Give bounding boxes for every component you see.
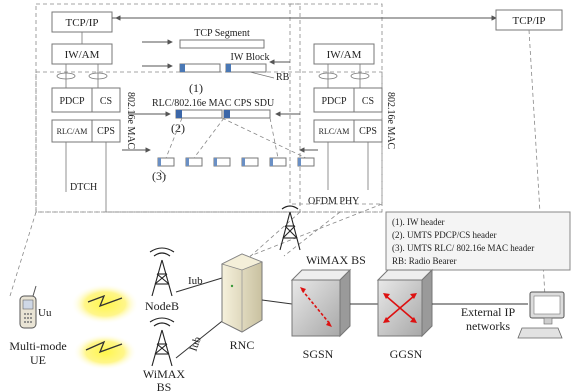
phone-icon xyxy=(19,285,37,329)
wimax-link-bolt xyxy=(85,340,123,354)
left-rlcam-label: RLC/AM xyxy=(57,127,88,136)
legend-item-3: (3). UMTS RLC/ 802.16e MAC header xyxy=(392,243,534,253)
ofdm-phy-label: OFDM PHY xyxy=(308,196,359,207)
nodeb-tower-icon xyxy=(149,247,175,297)
right-tcpip-label: TCP/IP xyxy=(512,15,545,27)
wimax-bs-top-tower-icon xyxy=(279,205,301,251)
sdu-bar-2 xyxy=(223,109,271,119)
iw-block-2 xyxy=(225,63,267,73)
iub-label-bottom: Iub xyxy=(188,335,204,353)
uu-link-bolt xyxy=(87,294,123,308)
ggsn-router-icon xyxy=(376,268,434,338)
external-networks-label-line1: External IP xyxy=(461,305,516,319)
right-cs-label: CS xyxy=(362,96,374,107)
marker-1: (1) xyxy=(189,81,203,95)
right-mac-vertical-label: 802.16e MAC xyxy=(385,92,396,150)
left-cs-box xyxy=(91,87,121,113)
rnc-label: RNC xyxy=(230,338,255,352)
right-cs-box xyxy=(353,87,383,113)
legend-item-1: (1). IW header xyxy=(392,217,445,227)
legend-item-2: (2). UMTS PDCP/CS header xyxy=(392,230,497,240)
iw-header-2 xyxy=(226,64,231,72)
wimax-radio-glow xyxy=(73,334,137,370)
left-rb-ellipse-1 xyxy=(56,72,76,80)
external-networks-label-line2: networks xyxy=(466,319,510,333)
tcp-segment-bar xyxy=(179,39,265,49)
wimax-bs-bottom-label-line2: BS xyxy=(157,380,172,392)
right-cps-label: CPS xyxy=(359,126,377,137)
left-iwam-label: IW/AM xyxy=(65,49,100,61)
ue-label-line2: UE xyxy=(30,353,46,367)
right-pdcp-box xyxy=(313,87,355,113)
iw-header-1 xyxy=(180,64,185,72)
right-rb-ellipse-1 xyxy=(318,72,338,80)
left-cs-label: CS xyxy=(100,96,112,107)
right-iwam-box xyxy=(313,43,375,65)
rb-label: RB xyxy=(276,72,290,83)
legend-box xyxy=(385,211,571,271)
tcp-segment-label: TCP Segment xyxy=(194,28,250,39)
sdu-label: RLC/802.16e MAC CPS SDU xyxy=(152,98,275,109)
right-pdcp-label: PDCP xyxy=(321,96,346,107)
left-mac-vertical-label: 802.16e MAC xyxy=(125,92,136,150)
marker-3: (3) xyxy=(152,169,166,183)
sgsn-node-icon xyxy=(290,268,352,338)
nodeb-label: NodeB xyxy=(145,299,179,313)
left-pdcp-label: PDCP xyxy=(59,96,84,107)
right-rlcam-label: RLC/AM xyxy=(319,127,350,136)
wimax-bs-bottom-label-line1: WiMAX xyxy=(143,367,186,381)
right-rb-ellipse-2 xyxy=(350,72,370,80)
iw-block-label: IW Block xyxy=(231,52,270,63)
legend-item-4: RB: Radio Bearer xyxy=(392,256,457,266)
wimax-bs-bottom-tower-icon xyxy=(149,317,175,367)
iub-link-top xyxy=(175,277,223,293)
computer-icon xyxy=(517,291,565,339)
right-iwam-label: IW/AM xyxy=(327,49,362,61)
rnc-server-icon xyxy=(220,253,264,333)
iw-block-1 xyxy=(179,63,221,73)
uu-label: Uu xyxy=(38,307,52,319)
left-stack-frame xyxy=(35,3,301,213)
sdu-bar-1 xyxy=(175,109,223,119)
mac-pdu-blocks xyxy=(157,157,315,167)
left-cps-label: CPS xyxy=(97,126,115,137)
sgsn-label: SGSN xyxy=(303,347,334,361)
left-tcpip-label: TCP/IP xyxy=(65,17,98,29)
iub-link-bottom xyxy=(175,317,227,359)
left-rb-ellipse-2 xyxy=(88,72,108,80)
dtch-label: DTCH xyxy=(70,182,97,193)
ggsn-label: GGSN xyxy=(390,347,423,361)
ue-label-line1: Multi-mode xyxy=(9,339,66,353)
wimax-bs-top-label: WiMAX BS xyxy=(306,253,366,267)
iub-label-top: Iub xyxy=(188,275,203,287)
